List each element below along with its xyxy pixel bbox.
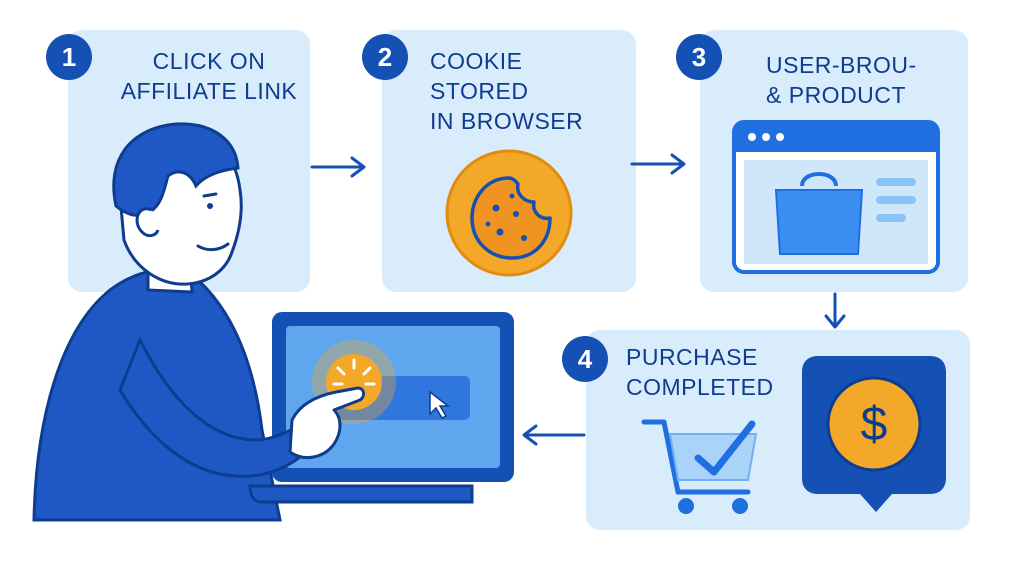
arrow-step3-to-step4: [824, 292, 846, 329]
svg-text:$: $: [861, 398, 888, 451]
step-3-number-badge: 3: [676, 34, 722, 80]
step-1-label: CLICK ON AFFILIATE LINK: [106, 46, 312, 106]
step-4-label-line-1: PURCHASE: [626, 344, 758, 370]
step-4-label-line-2: COMPLETED: [626, 374, 774, 400]
step-1-label-line-1: CLICK ON: [152, 48, 266, 74]
step-4-label: PURCHASE COMPLETED: [626, 342, 774, 402]
shopping-cart-check-icon: [641, 419, 758, 514]
arrow-step4-to-person: [522, 424, 586, 446]
step-2-number-badge: 2: [362, 34, 408, 80]
dollar-coin-icon: $: [802, 356, 946, 512]
arrow-step1-to-step2: [310, 156, 366, 178]
step-2-label-line-2: STORED: [430, 78, 529, 104]
cookie-icon: [445, 149, 573, 277]
arrow-step2-to-step3: [630, 153, 686, 175]
step-3-label-line-1: USER-BROU-: [766, 52, 917, 78]
step-1-label-line-2: AFFILIATE LINK: [120, 78, 298, 104]
step-2-label: COOKIE STORED IN BROWSER: [430, 46, 583, 136]
step-3-label-line-2: & PRODUCT: [766, 82, 906, 108]
step-3-label: USER-BROU- & PRODUCT: [766, 50, 917, 110]
step-2-label-line-3: IN BROWSER: [430, 108, 584, 134]
step-1-number-badge: 1: [46, 34, 92, 80]
browser-shopping-bag-icon: [732, 120, 940, 274]
step-4-number-badge: 4: [562, 336, 608, 382]
step-2-label-line-1: COOKIE: [430, 48, 523, 74]
